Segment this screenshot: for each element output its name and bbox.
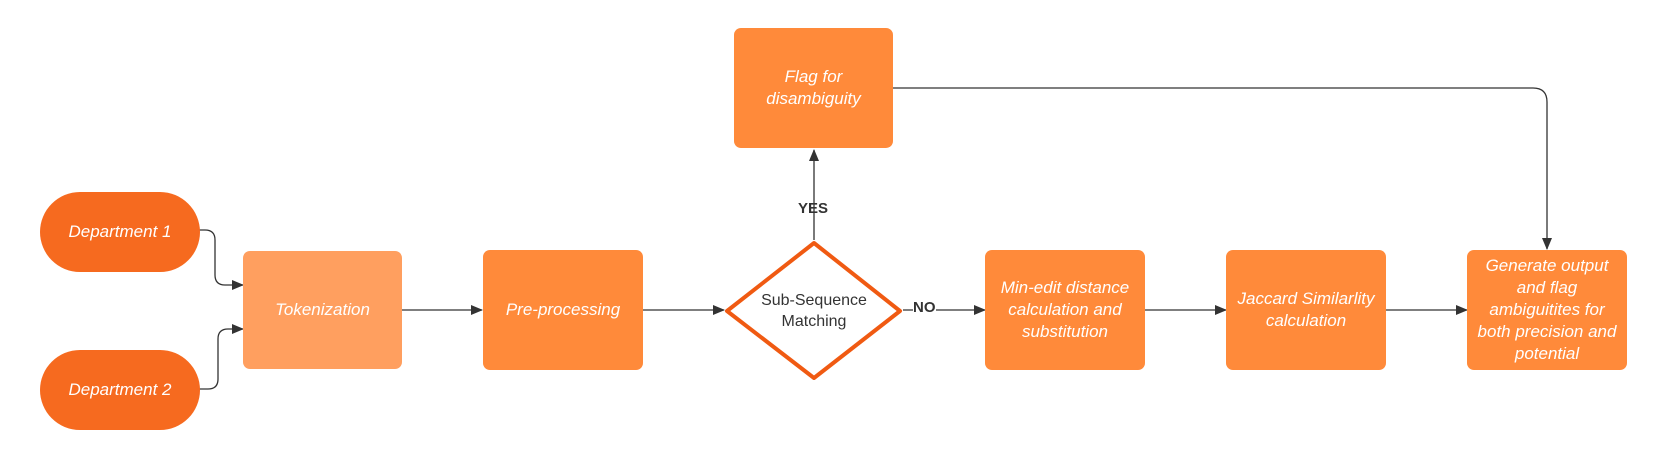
flag-disambiguity-node: Flag for disambiguity [734, 28, 893, 148]
yes-edge-label: YES [798, 200, 829, 217]
output-node: Generate output and flag ambiguitites fo… [1467, 250, 1627, 370]
jaccard-node: Jaccard Similarlity calculation [1226, 250, 1386, 370]
decision-diamond [725, 241, 902, 380]
department-2-node: Department 2 [40, 350, 200, 430]
preprocessing-node: Pre-processing [483, 250, 643, 370]
department-1-node: Department 1 [40, 192, 200, 272]
edge-dept2-to-tokenization [191, 324, 244, 390]
no-edge-label: NO [913, 299, 936, 316]
tokenization-node: Tokenization [243, 251, 402, 369]
min-edit-node: Min-edit distance calculation and substi… [985, 250, 1145, 370]
edge-dept1-to-tokenization [191, 229, 244, 290]
decision-label: Sub-Sequence Matching [761, 292, 867, 330]
edge-flag-to-output [893, 87, 1552, 250]
